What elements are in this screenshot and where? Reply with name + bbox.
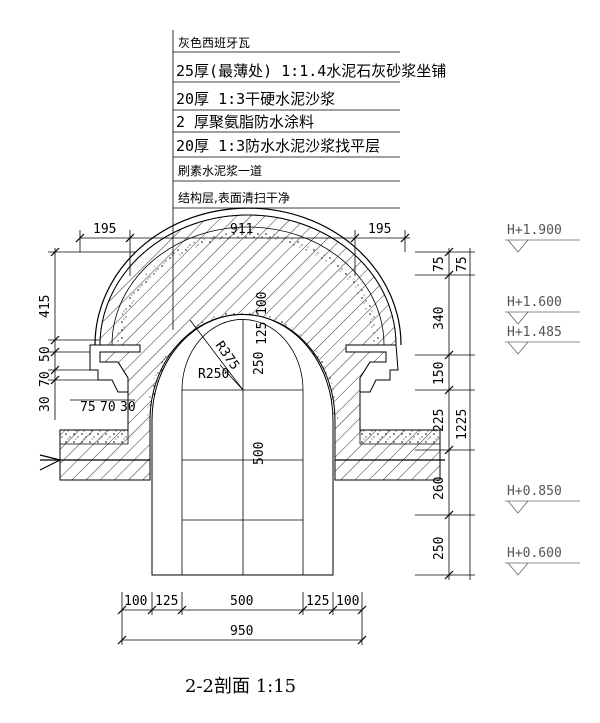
right-dim-75-outer: 75 [455, 256, 470, 272]
layer-5: 20厚 1:3防水水泥沙浆找平层 [176, 137, 380, 155]
radius-250: R250 [198, 367, 229, 382]
break-mark [39, 454, 62, 471]
right-dim-225: 225 [432, 409, 447, 432]
left-dim-70: 70 [38, 371, 53, 387]
svg-text:H+0.600: H+0.600 [507, 546, 562, 561]
inner-dim-500: 500 [252, 442, 267, 465]
roof-outer-layer [94, 207, 402, 346]
layer-6: 刷素水泥浆一道 [178, 163, 262, 178]
bottom-dim-125-left: 125 [155, 594, 178, 609]
inner-dim-100: 100 [255, 292, 270, 315]
svg-text:H+0.850: H+0.850 [507, 484, 562, 499]
right-dimensions: 75 340 150 225 260 250 1225 75 [415, 247, 475, 580]
cornice-left [89, 344, 141, 393]
bottom-dim-950: 950 [230, 624, 253, 639]
drawing-title: 2-2剖面 1:15 [185, 676, 296, 697]
svg-text:H+1.600: H+1.600 [507, 295, 562, 310]
bottom-dim-100-right: 100 [336, 594, 359, 609]
layer-1: 灰色西班牙瓦 [178, 36, 250, 50]
elevation-0850: H+0.850 [505, 484, 580, 514]
inner-dim-250: 250 [252, 352, 267, 375]
layer-3: 20厚 1:3干硬水泥沙浆 [176, 90, 335, 108]
wall-section [39, 207, 445, 481]
top-dim-195-right: 195 [368, 222, 391, 237]
left-dim-415: 415 [38, 295, 53, 318]
right-dim-340: 340 [432, 307, 447, 330]
right-dim-75: 75 [432, 256, 447, 272]
small-dim-70: 70 [100, 400, 116, 415]
top-dim-195-left: 195 [93, 222, 116, 237]
elevation-1900: H+1.900 [505, 223, 580, 253]
window-opening: R375 R250 100 125 250 500 [151, 292, 334, 576]
layer-7: 结构层,表面清扫干净 [178, 190, 290, 205]
left-dim-30: 30 [38, 396, 53, 412]
right-dim-250: 250 [432, 537, 447, 560]
right-dim-150: 150 [432, 362, 447, 385]
inner-dim-125: 125 [255, 322, 270, 345]
left-dim-50: 50 [38, 346, 53, 362]
layer-2: 25厚(最薄处) 1:1.4水泥石灰砂浆坐铺 [176, 62, 446, 80]
layer-4: 2 厚聚氨脂防水涂料 [176, 113, 314, 131]
layer-notes: 灰色西班牙瓦 25厚(最薄处) 1:1.4水泥石灰砂浆坐铺 20厚 1:3干硬水… [172, 30, 446, 330]
svg-text:H+1.485: H+1.485 [507, 325, 562, 340]
cornice-right [345, 344, 399, 393]
bottom-dim-500: 500 [230, 594, 253, 609]
right-dim-260: 260 [432, 477, 447, 500]
elevation-1485: H+1.485 [505, 325, 580, 355]
right-dim-1225: 1225 [455, 409, 470, 440]
elevation-markers: H+1.900 H+1.600 H+1.485 H+0.850 H+0.600 [505, 223, 580, 576]
elevation-1600: H+1.600 [505, 295, 580, 325]
small-dim-75: 75 [80, 400, 96, 415]
left-dimensions: 415 50 70 30 75 70 30 [38, 247, 136, 420]
svg-text:H+1.900: H+1.900 [507, 223, 562, 238]
bottom-dim-100-left: 100 [124, 594, 147, 609]
window-frame [181, 319, 304, 575]
bottom-dimensions: 100 125 500 125 100 950 [117, 592, 367, 645]
bottom-dim-125-right: 125 [306, 594, 329, 609]
elevation-0600: H+0.600 [505, 546, 580, 576]
